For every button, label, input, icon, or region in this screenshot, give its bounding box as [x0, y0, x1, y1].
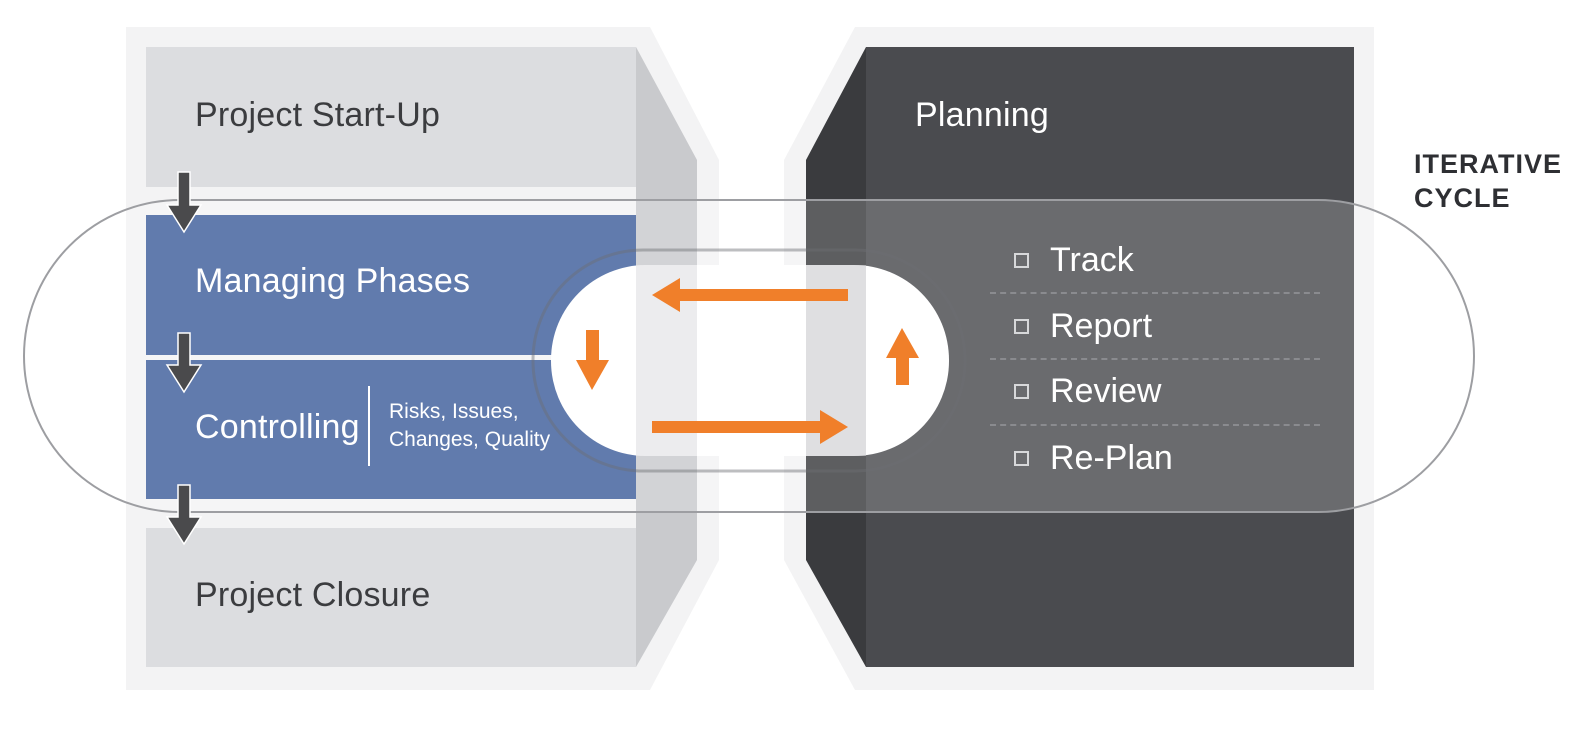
controlling-label: Controlling — [195, 408, 360, 446]
controlling-detail-line1: Risks, Issues, — [389, 400, 519, 423]
step-review: Review — [1014, 371, 1161, 411]
step-label: Re-Plan — [1050, 438, 1173, 477]
checkbox-icon — [1014, 383, 1029, 399]
inner-cycle-ring — [531, 248, 967, 473]
step-track: Track — [1014, 240, 1134, 280]
planning-label: Planning — [915, 96, 1049, 134]
flow-arrow-2 — [165, 332, 203, 394]
start-up-panel — [146, 47, 636, 187]
step-label: Report — [1050, 306, 1153, 345]
managing-phases-label: Managing Phases — [195, 262, 471, 300]
controlling-divider — [368, 386, 370, 466]
left-block-frame — [126, 27, 719, 690]
iterative-cycle-label: ITERATIVE CYCLE — [1414, 147, 1562, 215]
orange-arrow-left — [652, 278, 848, 312]
start-up-label: Project Start-Up — [195, 96, 441, 134]
step-divider — [990, 424, 1320, 426]
orange-arrow-up — [886, 328, 919, 385]
flow-arrow-3 — [165, 484, 203, 546]
step-re-plan: Re-Plan — [1014, 438, 1173, 478]
cycle-label-line1: ITERATIVE — [1414, 149, 1563, 179]
controlling-detail-line2: Changes, Quality — [389, 428, 551, 451]
step-report: Report — [1014, 306, 1152, 346]
orange-arrow-down — [576, 330, 609, 390]
checkbox-icon — [1014, 450, 1029, 466]
managing-phases-panel — [146, 215, 636, 355]
step-divider — [990, 292, 1320, 294]
step-divider — [990, 358, 1320, 360]
closure-panel — [146, 528, 636, 667]
step-label: Review — [1050, 371, 1162, 410]
orange-arrow-right — [652, 410, 848, 444]
checkbox-icon — [1014, 252, 1029, 268]
checkbox-icon — [1014, 318, 1029, 334]
flow-arrow-1 — [165, 171, 203, 234]
step-label: Track — [1050, 240, 1134, 279]
cycle-label-line2: CYCLE — [1414, 183, 1511, 213]
closure-label: Project Closure — [195, 576, 431, 614]
